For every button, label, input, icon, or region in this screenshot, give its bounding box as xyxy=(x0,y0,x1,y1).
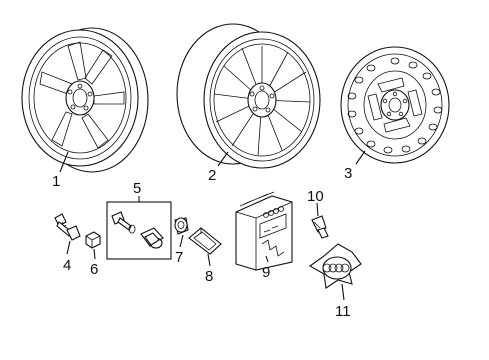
valve-stem-icon xyxy=(311,215,329,239)
leader-line xyxy=(59,151,69,173)
tool-kit-box-icon xyxy=(235,191,293,271)
leader-line xyxy=(179,234,184,248)
alloy-wheel-five-spoke-icon xyxy=(21,27,149,173)
callout-6: 6 xyxy=(90,261,98,278)
callout-1: 1 xyxy=(52,173,60,190)
leader-line xyxy=(341,283,345,301)
center-cap-icon xyxy=(308,243,362,289)
leader-line xyxy=(265,255,269,263)
alloy-wheel-multi-spoke-icon xyxy=(176,23,321,169)
cap-icon xyxy=(174,217,189,235)
callout-4: 4 xyxy=(63,257,71,274)
callout-7: 7 xyxy=(175,249,183,266)
callout-3: 3 xyxy=(344,165,352,182)
removal-tool-icon xyxy=(188,227,222,255)
leader-line xyxy=(93,248,96,260)
wheel-bolt-icon xyxy=(54,213,81,241)
callout-11: 11 xyxy=(335,303,351,320)
bolt-cap-icon xyxy=(85,231,101,249)
leader-line xyxy=(207,253,211,267)
leader-line xyxy=(316,202,319,217)
callout-10: 10 xyxy=(307,188,324,205)
locking-bolt-kit-icon xyxy=(106,201,172,260)
callout-5: 5 xyxy=(133,180,141,197)
leader-line xyxy=(217,151,229,167)
leader-line xyxy=(355,150,366,165)
locking-bolt-icon xyxy=(111,211,136,234)
leader-line xyxy=(66,240,71,255)
callout-8: 8 xyxy=(205,268,213,285)
callout-9: 9 xyxy=(262,264,270,281)
steel-spare-wheel-icon xyxy=(340,46,450,164)
lock-key-icon xyxy=(140,227,164,249)
callout-2: 2 xyxy=(208,167,216,184)
